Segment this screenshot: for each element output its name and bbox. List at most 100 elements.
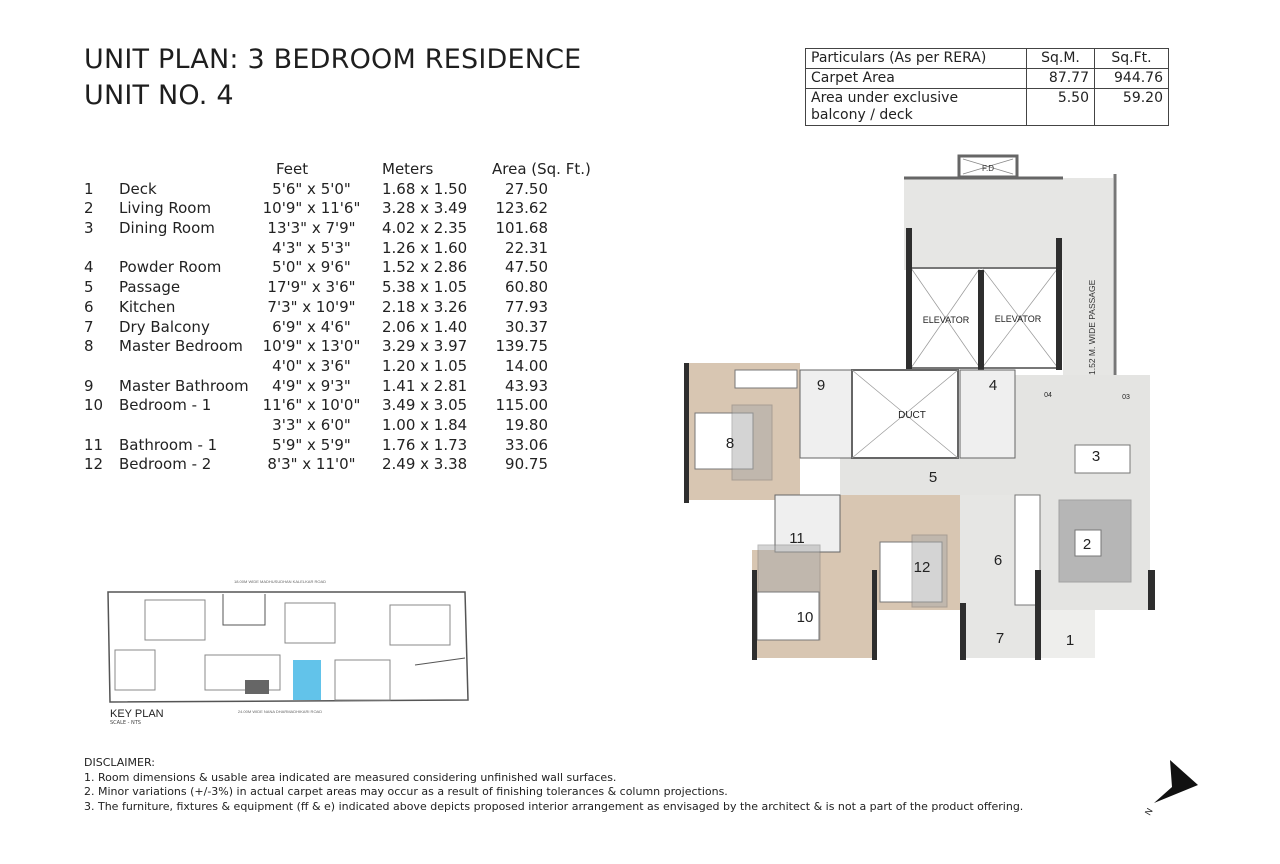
- room-feet: 5'9" x 5'9": [272, 435, 351, 454]
- disclaimer-item: 1. Room dimensions & usable area indicat…: [84, 770, 617, 784]
- room-5-label: 5: [929, 469, 937, 486]
- room-meters: 1.00 x 1.84: [382, 415, 468, 434]
- room-name: Kitchen: [119, 297, 176, 316]
- room-name: Passage: [119, 278, 181, 297]
- floor-plan: F.D ELEVATOR ELEVATOR 1.52 M. WIDE PASSA…: [684, 154, 1155, 660]
- room-area: 77.93: [505, 297, 548, 316]
- room-num: 3: [84, 219, 94, 238]
- room-feet: 4'3" x 5'3": [272, 238, 351, 257]
- room-meters: 1.20 x 1.05: [382, 356, 468, 375]
- unit-highlight: [293, 660, 321, 700]
- room-area: 30.37: [505, 317, 548, 336]
- room-feet: 5'6" x 5'0": [272, 179, 351, 198]
- room-area: 14.00: [505, 356, 548, 375]
- room-name: Bedroom - 1: [119, 396, 212, 415]
- room-num: 12: [84, 455, 104, 474]
- room-feet: 4'9" x 9'3": [272, 376, 351, 395]
- room-numbers: 1 2 3 4 5 6 7 8 9 10 11 12 04 03: [726, 377, 1130, 649]
- room-meters: 2.06 x 1.40: [382, 317, 468, 336]
- room-num: 6: [84, 297, 94, 316]
- rera-area-table: Particulars (As per RERA) Sq.M. Sq.Ft. C…: [805, 48, 1169, 126]
- room-2-label: 2: [1083, 536, 1091, 553]
- header-area: Area (Sq. Ft.): [492, 160, 591, 178]
- row-sqm: 5.50: [1026, 88, 1095, 126]
- key-plan-scale: SCALE - NTS: [110, 720, 141, 726]
- room-meters: 2.18 x 3.26: [382, 297, 468, 316]
- room-num: 1: [84, 179, 94, 198]
- room-num: 5: [84, 278, 94, 297]
- room-feet: 11'6" x 10'0": [262, 396, 361, 415]
- row-sqm: 87.77: [1026, 68, 1095, 89]
- room-meters: 3.49 x 3.05: [382, 396, 468, 415]
- elevator-label: ELEVATOR: [995, 314, 1042, 324]
- room-feet: 13'3" x 7'9": [267, 219, 356, 238]
- room-meters: 5.38 x 1.05: [382, 278, 468, 297]
- disclaimer-title: DISCLAIMER:: [84, 756, 155, 769]
- row-label: Area under exclusive balcony / deck: [805, 88, 1027, 126]
- room-feet: 5'0" x 9'6": [272, 258, 351, 277]
- room-feet: 4'0" x 3'6": [272, 356, 351, 375]
- room-9-label: 9: [817, 377, 825, 394]
- room-area: 101.68: [495, 219, 549, 238]
- road-top-label: 18.00M WIDE MADHUSUDHAN KALELKAR ROAD: [234, 579, 326, 584]
- north-label: N: [1143, 806, 1155, 817]
- room-name: Master Bathroom: [119, 376, 249, 395]
- room-meters: 3.28 x 3.49: [382, 199, 468, 218]
- room-area: 115.00: [495, 396, 549, 415]
- room-8-label: 8: [726, 435, 734, 452]
- room-area: 47.50: [505, 258, 548, 277]
- unit-number: UNIT NO. 4: [84, 80, 234, 111]
- room-feet: 3'3" x 6'0": [272, 415, 351, 434]
- table-row: Area under exclusive balcony / deck 5.50…: [805, 88, 1169, 126]
- row-sqft: 59.20: [1094, 88, 1169, 126]
- walls: [684, 363, 1155, 660]
- door-label: 03: [1122, 394, 1130, 401]
- room-area: 139.75: [495, 337, 549, 356]
- door-label: 04: [1044, 392, 1052, 399]
- key-plan-title: KEY PLAN: [110, 708, 164, 720]
- room-name: Deck: [119, 179, 157, 198]
- room-area: 19.80: [505, 415, 548, 434]
- road-bottom-label: 24.00M WIDE NANA DHARMADHIKARI ROAD: [238, 709, 322, 714]
- room-7-label: 7: [996, 630, 1004, 647]
- room-num: 8: [84, 337, 94, 356]
- room-name: Living Room: [119, 199, 212, 218]
- room-name: Bathroom - 1: [119, 435, 218, 454]
- row-sqft: 944.76: [1094, 68, 1169, 89]
- page-title: UNIT PLAN: 3 BEDROOM RESIDENCE: [84, 44, 582, 75]
- header-particulars: Particulars (As per RERA): [805, 48, 1027, 69]
- room-num: 2: [84, 199, 94, 218]
- passage-label: 1.52 M. WIDE PASSAGE: [1087, 279, 1097, 375]
- room-num: 4: [84, 258, 94, 277]
- room-num: 9: [84, 376, 94, 395]
- key-plan: 18.00M WIDE MADHUSUDHAN KALELKAR ROAD KE…: [107, 579, 469, 720]
- room-num: 10: [84, 396, 104, 415]
- header-meters: Meters: [382, 160, 434, 178]
- room-meters: 1.76 x 1.73: [382, 435, 468, 454]
- room-meters: 3.29 x 3.97: [382, 337, 468, 356]
- room-meters: 1.52 x 2.86: [382, 258, 468, 277]
- room-6-label: 6: [994, 552, 1002, 569]
- room-12-label: 12: [914, 559, 931, 576]
- room-10-label: 10: [797, 609, 814, 626]
- room-name: Dining Room: [119, 219, 215, 238]
- room-meters: 1.41 x 2.81: [382, 376, 468, 395]
- room-name: Bedroom - 2: [119, 455, 212, 474]
- room-meters: 4.02 x 2.35: [382, 219, 468, 238]
- room-4-label: 4: [989, 377, 997, 394]
- table-header-row: Particulars (As per RERA) Sq.M. Sq.Ft.: [805, 48, 1169, 69]
- room-name: Master Bedroom: [119, 337, 243, 356]
- room-area: 33.06: [505, 435, 548, 454]
- room-1-label: 1: [1066, 632, 1074, 649]
- room-meters: 1.68 x 1.50: [382, 179, 468, 198]
- duct-label: DUCT: [898, 410, 926, 421]
- room-feet: 17'9" x 3'6": [267, 278, 356, 297]
- fire-duct: F.D: [957, 154, 1019, 179]
- room-feet: 7'3" x 10'9": [267, 297, 356, 316]
- room-area: 90.75: [505, 455, 548, 474]
- elevators: ELEVATOR ELEVATOR 1.52 M. WIDE PASSAGE: [906, 228, 1097, 375]
- room-feet: 6'9" x 4'6": [272, 317, 351, 336]
- row-label: Carpet Area: [805, 68, 1027, 89]
- header-feet: Feet: [276, 160, 309, 178]
- disclaimer-item: 2. Minor variations (+/-3%) in actual ca…: [84, 785, 728, 798]
